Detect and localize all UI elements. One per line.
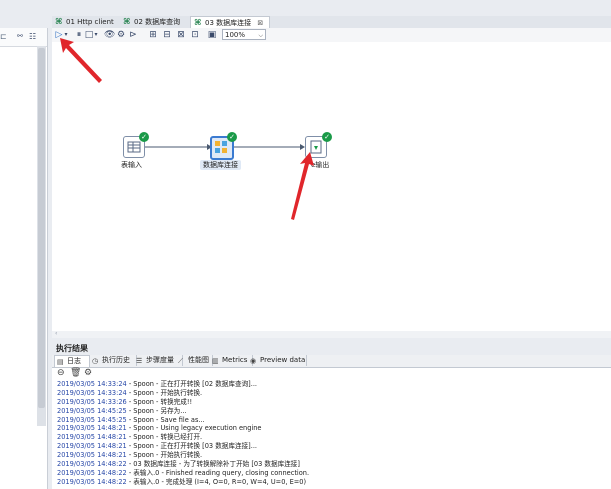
transformation-icon: ⌘ xyxy=(123,17,131,26)
canvas-horizontal-scrollbar[interactable]: ‹ xyxy=(52,330,611,338)
stop-log-icon[interactable]: ⊖ xyxy=(57,368,65,378)
step-output[interactable] xyxy=(305,136,327,158)
annotation-arrow-output xyxy=(291,152,314,220)
success-check-icon: ✓ xyxy=(227,132,237,142)
hop-arrow-1 xyxy=(207,144,212,150)
chevron-down-icon: ⌵ xyxy=(258,32,263,39)
settings-icon[interactable]: ⚙ xyxy=(84,368,93,378)
hop-arrow-2 xyxy=(300,144,305,150)
hop-connectors xyxy=(144,144,305,150)
pause-icon[interactable]: ⏸ xyxy=(76,30,82,40)
tab-step-metrics[interactable]: ☰ 步骤度量 xyxy=(134,355,183,366)
tab-database-connection[interactable]: ⌘ 03 数据库连接 ⊠ xyxy=(190,16,270,29)
close-icon[interactable]: ⊠ xyxy=(257,19,264,27)
log-output[interactable]: 2019/03/05 14:33:24 - Spoon - 正在打开转换 [02… xyxy=(52,380,611,489)
transformation-canvas[interactable]: ✓ 表输入 ✓ 数据库连接 ✓ e输出 xyxy=(52,42,611,338)
success-check-icon: ✓ xyxy=(139,132,149,142)
preview-icon[interactable]: 👁 xyxy=(104,30,116,40)
document-icon: ▥ xyxy=(212,357,219,365)
collapse-icon[interactable]: ⊏ xyxy=(0,32,7,41)
eye-icon: ◉ xyxy=(250,357,257,365)
tab-label: 01 Http client xyxy=(66,18,114,26)
history-icon: ◷ xyxy=(92,357,99,365)
log-line: 2019/03/05 14:48:21 - Spoon - 开始执行转换. xyxy=(57,451,203,460)
tab-http-client[interactable]: ⌘ 01 Http client xyxy=(52,16,122,28)
results-tab-bar: ▤ 日志 ◷ 执行历史 ☰ 步骤度量 ⟋ 性能图 ▥ Metrics ◉ Pre… xyxy=(52,355,611,368)
step-database-join[interactable] xyxy=(210,136,234,160)
run-dropdown-icon[interactable]: ▾ xyxy=(64,31,68,38)
tab-log[interactable]: ▤ 日志 xyxy=(54,355,90,367)
tree-icon[interactable]: ☷ xyxy=(29,32,37,41)
tab-preview-data[interactable]: ◉ Preview data xyxy=(250,355,307,366)
log-line: 2019/03/05 14:33:24 - Spoon - 开始执行转换. xyxy=(57,388,203,397)
metrics-icon: ☰ xyxy=(136,357,143,365)
tab-database-query[interactable]: ⌘ 02 数据库查询 xyxy=(120,16,192,28)
output-icon xyxy=(310,140,322,154)
show-results-icon[interactable]: ▣ xyxy=(207,30,217,40)
scroll-left-icon[interactable]: ‹ xyxy=(55,330,58,337)
transformation-icon: ⌘ xyxy=(55,17,63,26)
impact-icon[interactable]: ⊟ xyxy=(163,30,171,40)
step-label: e输出 xyxy=(311,161,330,169)
log-line: 2019/03/05 14:45:25 - Spoon - 另存为... xyxy=(57,406,187,415)
success-check-icon: ✓ xyxy=(322,132,332,142)
transformation-toolbar: ▷ ▾ ⏸ □ ▾ 👁 ⚙ ⊳ ⊞ ⊟ ⊠ ⊡ ▣ 100% ⌵ xyxy=(52,28,611,43)
left-panel-toolbar: ⊏ ⚯ ☷ xyxy=(0,28,47,47)
database-join-icon xyxy=(215,141,227,153)
results-panel-title: 执行结果 xyxy=(56,344,88,353)
explore-db-icon[interactable]: ⊡ xyxy=(191,30,199,40)
trash-icon[interactable]: 🗑 xyxy=(70,368,82,378)
link-icon[interactable]: ⚯ xyxy=(17,32,23,40)
table-input-icon xyxy=(127,141,141,153)
transformation-icon: ⌘ xyxy=(194,18,202,27)
annotation-arrow-run xyxy=(60,38,102,83)
log-line: 2019/03/05 14:45:25 - Spoon - Save file … xyxy=(57,415,205,424)
log-line: 2019/03/05 14:48:21 - Spoon - 转换已经打开. xyxy=(57,433,203,442)
step-label: 表输入 xyxy=(121,161,142,169)
zoom-value: 100% xyxy=(225,31,246,39)
zoom-select[interactable]: 100% ⌵ xyxy=(222,29,266,40)
log-icon: ▤ xyxy=(57,358,64,366)
log-line: 2019/03/05 14:48:22 - 表输入.0 - 完成处理 (I=4,… xyxy=(57,477,307,486)
debug-icon[interactable]: ⚙ xyxy=(116,30,126,40)
log-line: 2019/03/05 14:48:22 - 03 数据库连接 - 为了转换解除补… xyxy=(57,460,300,469)
log-toolbar: ⊖ 🗑 ⚙ xyxy=(52,368,611,380)
sql-icon[interactable]: ⊠ xyxy=(177,30,185,40)
step-table-input[interactable] xyxy=(123,136,145,158)
left-scrollbar-thumb[interactable] xyxy=(38,48,45,408)
log-line: 2019/03/05 14:48:21 - Spoon - Using lega… xyxy=(57,424,262,433)
replay-icon[interactable]: ⊳ xyxy=(129,30,137,40)
step-label: 数据库连接 xyxy=(200,160,241,170)
tab-metrics[interactable]: ▥ Metrics xyxy=(210,355,253,366)
tab-execution-history[interactable]: ◷ 执行历史 xyxy=(90,355,137,366)
tab-performance-graph[interactable]: ⟋ 性能图 xyxy=(176,355,213,366)
stop-icon[interactable]: □ xyxy=(84,30,94,40)
log-line: 2019/03/05 14:33:24 - Spoon - 正在打开转换 [02… xyxy=(57,380,258,388)
stop-dropdown-icon[interactable]: ▾ xyxy=(94,31,98,38)
log-line: 2019/03/05 14:33:26 - Spoon - 转换完成!! xyxy=(57,397,193,406)
chart-icon: ⟋ xyxy=(178,357,183,365)
tab-label: 03 数据库连接 xyxy=(205,19,252,27)
log-line: 2019/03/05 14:48:22 - 表输入.0 - Finished r… xyxy=(57,468,310,477)
log-line: 2019/03/05 14:48:21 - Spoon - 正在打开转换 [03… xyxy=(57,442,258,451)
run-icon[interactable]: ▷ xyxy=(55,30,63,40)
tab-label: 02 数据库查询 xyxy=(134,18,181,26)
verify-icon[interactable]: ⊞ xyxy=(149,30,157,40)
